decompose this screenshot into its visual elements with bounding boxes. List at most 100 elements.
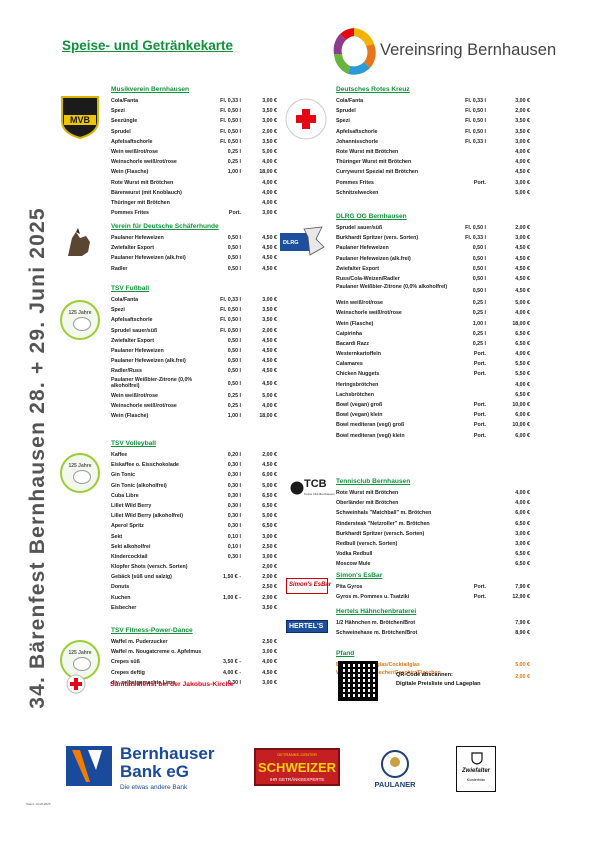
item-name: Sprudel [111,128,131,135]
item-name: Gin Tonic [111,472,136,479]
item-price: 3,00 € [515,540,530,547]
item-quantity [454,618,486,628]
item-quantity [454,549,486,559]
page-title: Speise- und Getränkekarte [62,38,234,53]
section-title: Tennisclub Bernhausen [336,478,411,485]
item-quantity: 0,30 l [227,523,241,530]
item-quantity [454,188,486,198]
item-quantity [215,178,241,188]
item-quantity: 0,50 l [227,245,241,252]
item-name: Kuchen [111,594,131,601]
item-quantity [215,603,241,613]
item-quantity [454,488,486,498]
item-quantity [454,660,486,670]
item-price: 4,00 € [515,310,530,317]
item-price: 5,00 € [515,662,530,668]
item-price: 4,50 € [262,265,277,272]
bank-slogan: Die etwas andere Bank [120,784,188,791]
item-price: 6,00 € [515,412,530,419]
item-price: 2,50 € [262,543,277,550]
item-quantity: 1,00 l [472,320,486,327]
item-quantity: 0,25 l [472,330,486,337]
item-name: Apfelsaftschorle [111,317,153,324]
item-quantity: 0,10 l [227,543,241,550]
item-price: 2,00 € [262,574,277,581]
item-quantity: Port. [473,179,486,186]
sanitaet-text: Sanitätsdienst bei der Jakobus-Kirche [110,681,234,688]
tsv-fussball-logo: 125 Jahre [60,300,100,340]
item-price: 2,00 € [262,128,277,135]
item-price: 4,00 € [262,659,277,666]
item-quantity [454,167,486,177]
item-price: 4,50 € [515,169,530,176]
red-cross-icon [285,98,327,140]
item-name: Chicken Nuggets [336,371,380,378]
item-price: 8,90 € [515,630,530,637]
item-quantity: Fl. 0,50 l [465,108,486,115]
item-name: Weinschorle weiß/rot/rose [111,402,177,409]
section-title: Pfand [336,650,355,657]
item-quantity: Port. [473,432,486,439]
menu-item: Bärenwurst (mit Knoblauch)4,00 € [111,188,277,198]
item-quantity: 0,30 l [227,492,241,499]
item-price: 3,00 € [262,649,277,656]
item-quantity: 0,50 l [227,265,241,272]
item-price: 7,90 € [515,620,530,626]
item-quantity [454,498,486,508]
item-name: Cola/Fanta [111,98,139,104]
item-price: 4,50 € [262,358,277,365]
item-price: 2,00 € [262,327,277,334]
item-name: Crepes süß [111,659,140,666]
item-price: 4,00 € [515,159,530,166]
item-name: Wein-/Sektglas/Becher/Geschirr/Flaschen [336,670,441,677]
item-quantity: 4,00 € - [223,669,241,676]
bank-name-line2: Bank eG [120,762,189,781]
item-name: Spezi [111,307,125,314]
mvb-shield-icon [61,96,99,140]
qr-code[interactable] [338,661,378,701]
item-price: 2,00 € [515,674,530,681]
item-price: 4,00 € [515,351,530,358]
item-name: Burkhardt Spritzer (vers. Sorten) [336,235,419,242]
item-price: 4,00 € [262,402,277,409]
item-price: 2,00 € [515,108,530,115]
tcb-logo-subtext: Tennis Club Bernhausen [304,492,335,496]
item-price: 4,00 € [515,500,530,507]
item-price: 3,00 € [262,553,277,560]
item-price: 7,90 € [515,584,530,590]
item-name: Schnitzelwecken [336,189,379,196]
item-quantity [215,637,241,647]
item-price: 2,50 € [262,639,277,645]
item-price: 3,00 € [515,98,530,104]
item-price: 18,00 € [259,412,277,419]
menu-item: Burkhardt Spritzer (versch. Sorten)3,00 … [336,529,530,539]
item-price: 2,00 € [262,452,277,458]
bank-name-line1: Bernhauser [120,744,215,763]
item-price: 5,50 € [515,361,530,368]
item-quantity [215,198,241,208]
